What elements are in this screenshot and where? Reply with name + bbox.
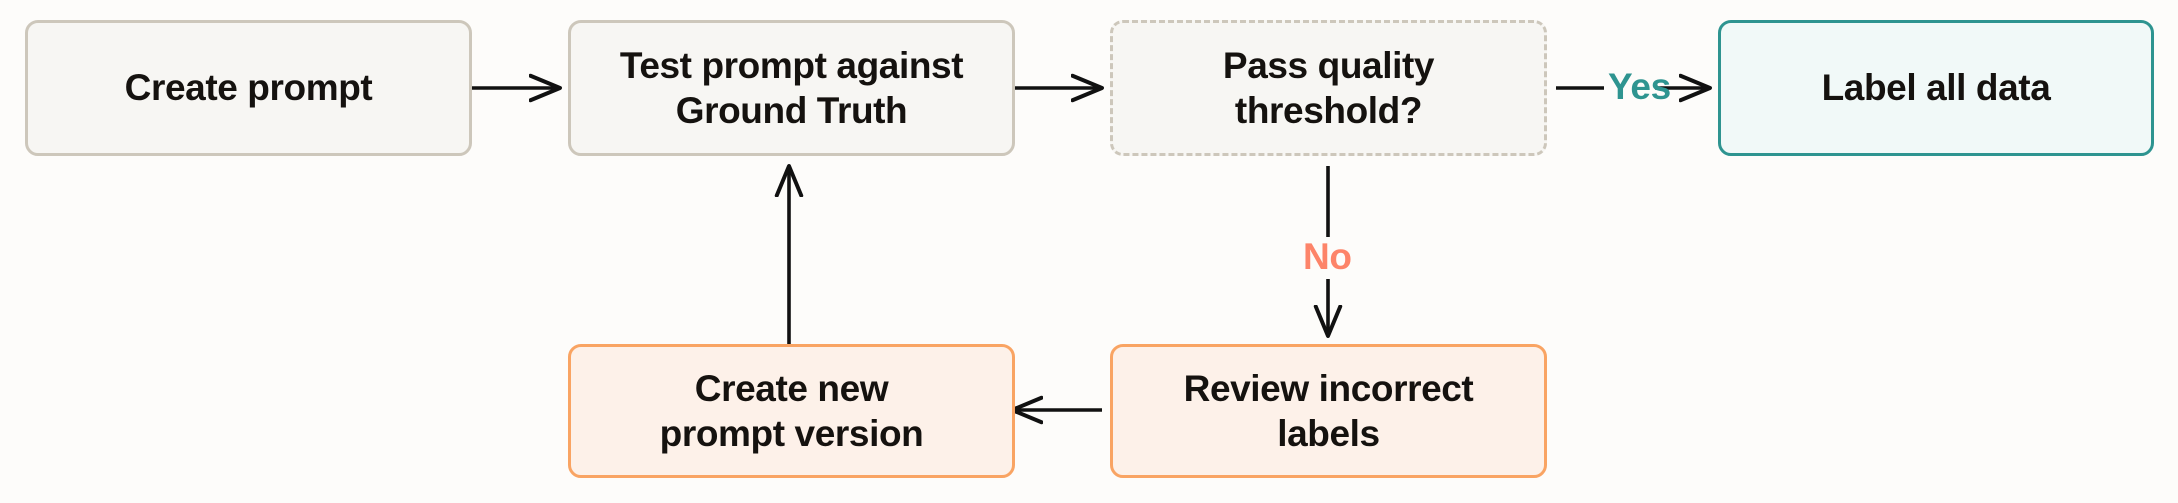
node-label-all-data[interactable]: Label all data — [1718, 20, 2154, 156]
node-test-prompt-against-ground-truth[interactable]: Test prompt against Ground Truth — [568, 20, 1015, 156]
edge-label-no: No — [1303, 236, 1352, 277]
node-pass-quality-threshold[interactable]: Pass quality threshold? — [1110, 20, 1547, 156]
edge-label-yes: Yes — [1608, 66, 1671, 107]
node-create-new-prompt-version[interactable]: Create new prompt version — [568, 344, 1015, 478]
node-create-prompt[interactable]: Create prompt — [25, 20, 472, 156]
node-review-incorrect-labels[interactable]: Review incorrect labels — [1110, 344, 1547, 478]
